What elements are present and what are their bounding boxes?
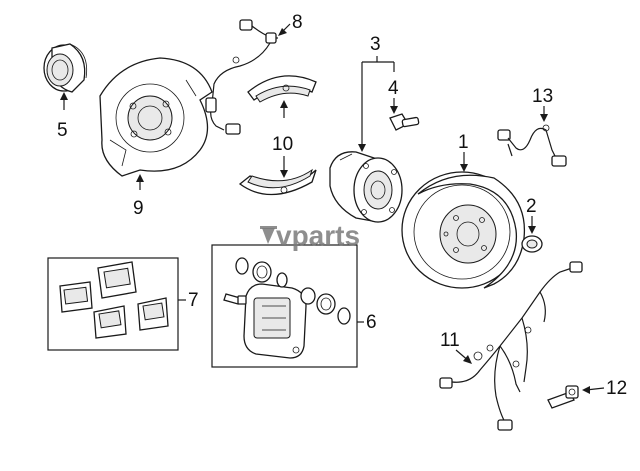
pad-d	[137, 297, 169, 331]
part-11-abs-harness	[439, 261, 583, 431]
part-9-backing-plate	[99, 57, 213, 177]
box-7-brake-pads	[47, 257, 179, 351]
caliper-seals	[235, 257, 351, 325]
callout-1-label: 1	[458, 132, 469, 153]
callout-12: 12	[582, 378, 627, 399]
callout-8: 8	[278, 12, 303, 36]
part-4-bolt	[389, 113, 420, 131]
box-6-caliper-kit	[211, 244, 358, 368]
callout-7: 7	[178, 290, 199, 311]
callout-1: 1	[458, 132, 469, 172]
callout-10: 10	[272, 100, 293, 178]
part-2-nut	[521, 235, 543, 253]
callout-4-label: 4	[388, 78, 399, 99]
callout-6: 6	[357, 312, 377, 333]
callout-3: 3	[358, 34, 395, 152]
watermark-logo: vparts	[260, 220, 360, 251]
callout-12-label: 12	[606, 378, 627, 399]
bleeder-screw	[223, 293, 247, 305]
callout-11: 11	[440, 330, 472, 364]
callout-5-label: 5	[57, 120, 68, 141]
callout-13: 13	[532, 86, 553, 122]
callout-6-label: 6	[366, 312, 377, 333]
part-5-seal	[43, 43, 88, 93]
callout-2-label: 2	[526, 196, 537, 217]
callout-9: 9	[133, 174, 144, 219]
part-8-sensor-wire	[205, 19, 278, 135]
part-10-parking-shoes	[238, 75, 317, 196]
part-13-brake-hose	[497, 124, 567, 167]
callout-8-label: 8	[292, 12, 303, 33]
callout-4: 4	[388, 78, 399, 114]
caliper-body	[243, 283, 307, 359]
pad-a	[59, 281, 93, 313]
callout-9-label: 9	[133, 198, 144, 219]
callout-5: 5	[57, 92, 68, 141]
callout-3-label: 3	[370, 34, 381, 55]
pad-b	[97, 261, 137, 299]
callout-10-label: 10	[272, 134, 293, 155]
callout-11-label: 11	[440, 330, 460, 351]
callout-13-label: 13	[532, 86, 553, 107]
pad-c	[93, 305, 127, 339]
part-12-speed-sensor	[547, 385, 579, 409]
callout-2: 2	[526, 196, 537, 234]
watermark-text: vparts	[276, 220, 360, 251]
part-3-hub-bearing	[329, 151, 403, 223]
callout-7-label: 7	[188, 290, 199, 311]
part-1-rotor	[401, 171, 526, 289]
